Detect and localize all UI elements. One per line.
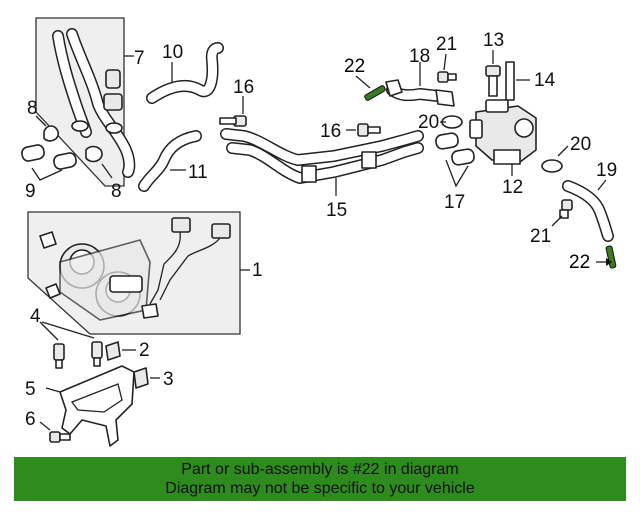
callout-6: 6 xyxy=(25,409,36,430)
callout-16-middle: 16 xyxy=(320,121,341,142)
air-switching-valve-12 xyxy=(469,99,537,176)
callout-10: 10 xyxy=(162,42,183,63)
bolt-21-top xyxy=(437,53,457,83)
callout-16-left: 16 xyxy=(233,77,254,98)
cushion-2 xyxy=(105,341,136,361)
bolt-13 xyxy=(485,50,501,97)
hose-kit-panel xyxy=(35,17,136,187)
callout-14: 14 xyxy=(534,70,556,91)
callout-12: 12 xyxy=(502,177,523,198)
hose-10 xyxy=(146,42,224,104)
cushion-3 xyxy=(133,367,160,389)
stud-14 xyxy=(505,61,530,101)
callout-9: 9 xyxy=(25,181,36,202)
callout-7: 7 xyxy=(134,48,145,69)
bracket-5 xyxy=(45,365,135,447)
gasket-20-right xyxy=(541,145,569,173)
pipe-15 xyxy=(220,128,424,196)
callout-4: 4 xyxy=(30,306,41,327)
callout-1: 1 xyxy=(252,260,263,281)
info-banner: Part or sub-assembly is #22 in diagram D… xyxy=(14,457,626,501)
hoses-17 xyxy=(435,132,475,188)
callout-11: 11 xyxy=(188,162,208,183)
callout-19: 19 xyxy=(596,160,617,181)
banner-line-1: Part or sub-assembly is #22 in diagram xyxy=(181,461,459,478)
callout-22-right: 22 xyxy=(569,252,590,273)
bolt-16-middle xyxy=(346,123,381,137)
callout-15: 15 xyxy=(326,200,347,221)
callout-18: 18 xyxy=(409,46,430,67)
callout-13: 13 xyxy=(483,30,504,51)
bolt-6 xyxy=(39,421,71,443)
callout-21-top: 21 xyxy=(436,34,457,55)
callout-20-right: 20 xyxy=(570,134,591,155)
callout-2: 2 xyxy=(139,340,150,361)
air-pump-panel xyxy=(27,211,250,335)
gasket-22-right xyxy=(596,245,617,269)
callout-8-lower: 8 xyxy=(111,181,122,202)
bolt-21-right xyxy=(551,199,573,227)
gasket-22-top xyxy=(355,75,386,101)
callout-22-top: 22 xyxy=(344,56,365,77)
callout-3: 3 xyxy=(163,369,174,390)
pipe-19 xyxy=(562,179,614,242)
fittings-4 xyxy=(39,321,103,369)
callout-8-upper: 8 xyxy=(27,98,38,119)
clamp-8-upper xyxy=(35,115,59,142)
parts-diagram: 7 8 9 8 10 11 16 xyxy=(21,17,617,447)
callout-21-right: 21 xyxy=(530,226,551,247)
hose-11 xyxy=(138,130,202,192)
bolt-16-left xyxy=(219,96,247,127)
callout-20-top: 20 xyxy=(418,112,439,133)
callout-5: 5 xyxy=(25,379,36,400)
banner-line-2: Diagram may not be specific to your vehi… xyxy=(165,480,475,497)
gasket-20-top xyxy=(440,115,463,129)
pipe-18 xyxy=(385,62,455,107)
callout-17: 17 xyxy=(444,192,465,213)
hose-9-pieces xyxy=(21,144,103,181)
